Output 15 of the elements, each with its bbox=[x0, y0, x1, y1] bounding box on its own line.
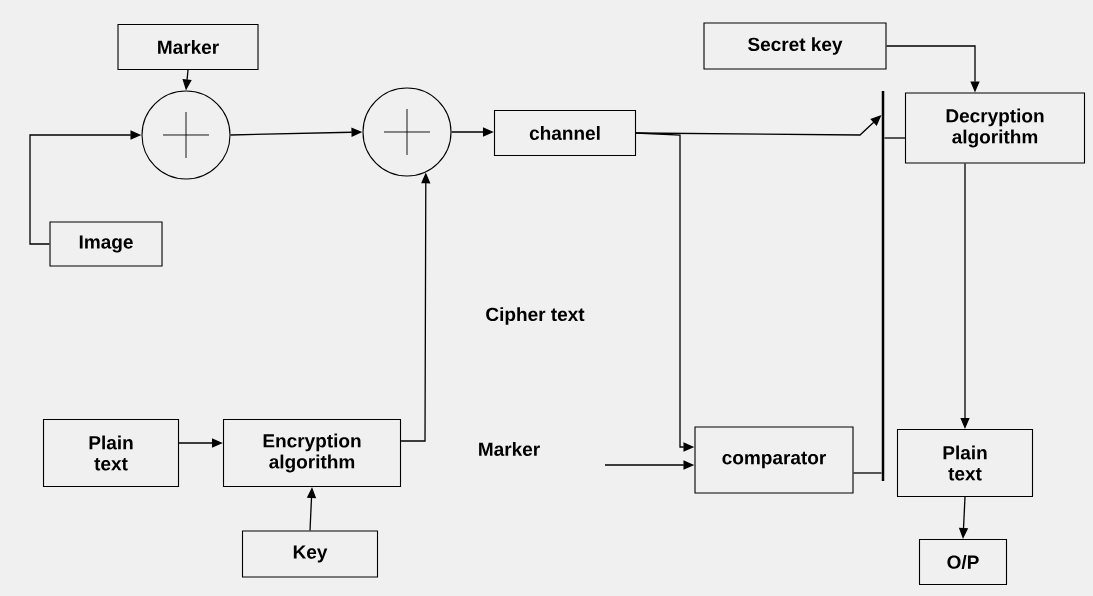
input-box: Image bbox=[49, 221, 163, 267]
process-box: comparator bbox=[694, 426, 854, 494]
process-box: channel bbox=[493, 109, 637, 157]
input-box: Plain text bbox=[42, 418, 180, 488]
adder-circle bbox=[362, 87, 452, 177]
label-text: Marker bbox=[479, 442, 540, 456]
process-box: Decryption algorithm bbox=[904, 92, 1086, 164]
input-box: Key bbox=[241, 530, 379, 578]
output-box: Plain text bbox=[896, 428, 1034, 498]
input-box: Marker bbox=[117, 23, 259, 71]
label-text: Cipher text bbox=[486, 307, 585, 325]
output-box: O/P bbox=[918, 538, 1008, 586]
adder-circle bbox=[141, 90, 231, 180]
process-box: Encryption algorithm bbox=[222, 418, 402, 488]
input-box: Secret key bbox=[703, 22, 887, 70]
